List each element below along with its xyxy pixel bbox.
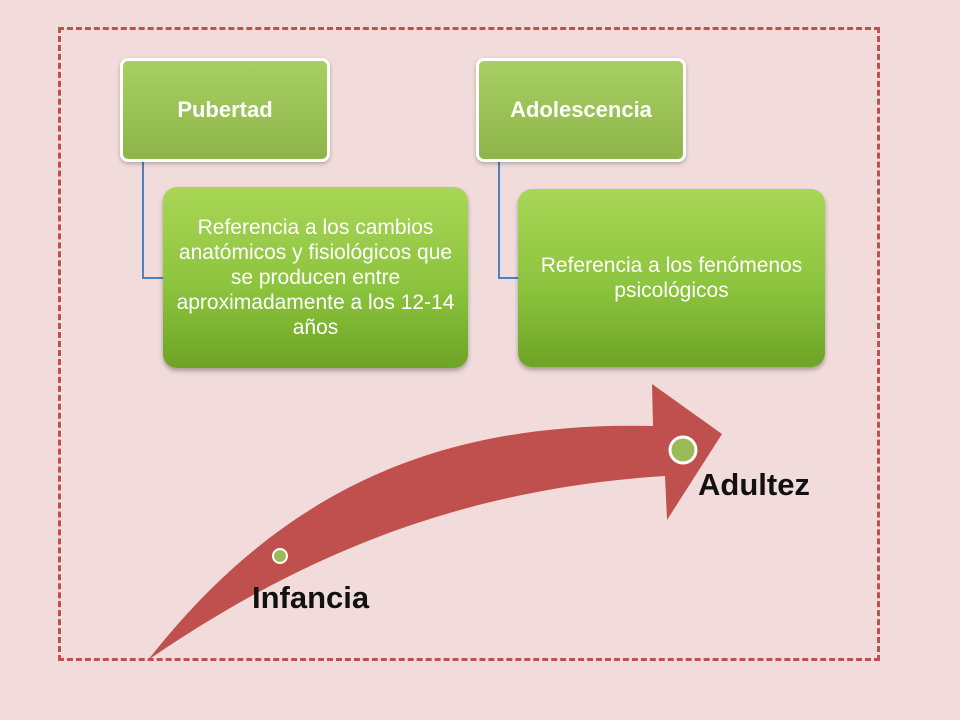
stage-description-box-pubertad: Referencia a los cambios anatómicos y fi… (163, 187, 468, 368)
stage-header-pubertad: Pubertad (120, 58, 330, 162)
arrow-body (148, 384, 722, 660)
stage-title-pubertad: Pubertad (177, 97, 273, 122)
timeline-start-label: Infancia (252, 580, 370, 615)
stage-title-adolescencia: Adolescencia (510, 97, 652, 122)
start-point-marker (272, 548, 288, 564)
end-point-marker (668, 435, 698, 465)
connector-pubertad (142, 162, 165, 279)
stage-description-pubertad: Referencia a los cambios anatómicos y fi… (176, 216, 455, 339)
dashed-frame (58, 27, 880, 661)
stage-header-adolescencia: Adolescencia (476, 58, 686, 162)
timeline-end-label: Adultez (698, 467, 810, 502)
stage-description-box-adolescencia: Referencia a los fenómenos psicológicos (518, 189, 825, 367)
connector-adolescencia (498, 162, 520, 279)
stage-description-adolescencia: Referencia a los fenómenos psicológicos (540, 254, 803, 302)
